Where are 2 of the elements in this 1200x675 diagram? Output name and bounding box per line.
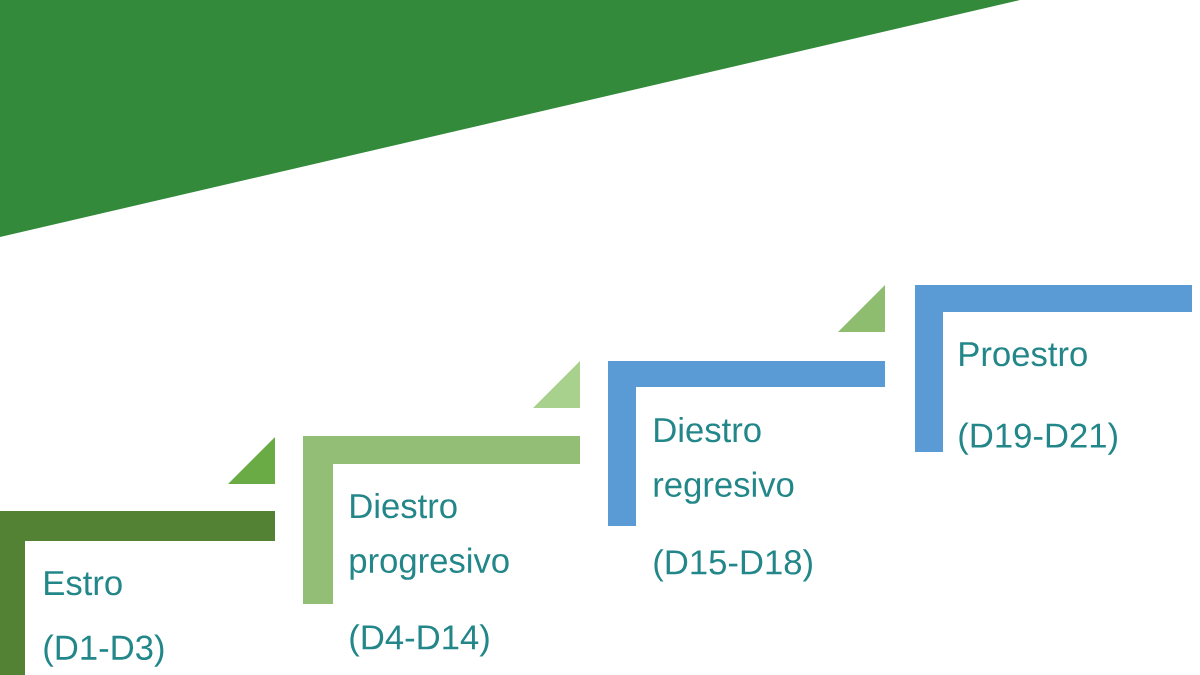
node-label: (D15-D18): [654, 549, 812, 582]
node-label: (D4-D14): [350, 624, 489, 657]
